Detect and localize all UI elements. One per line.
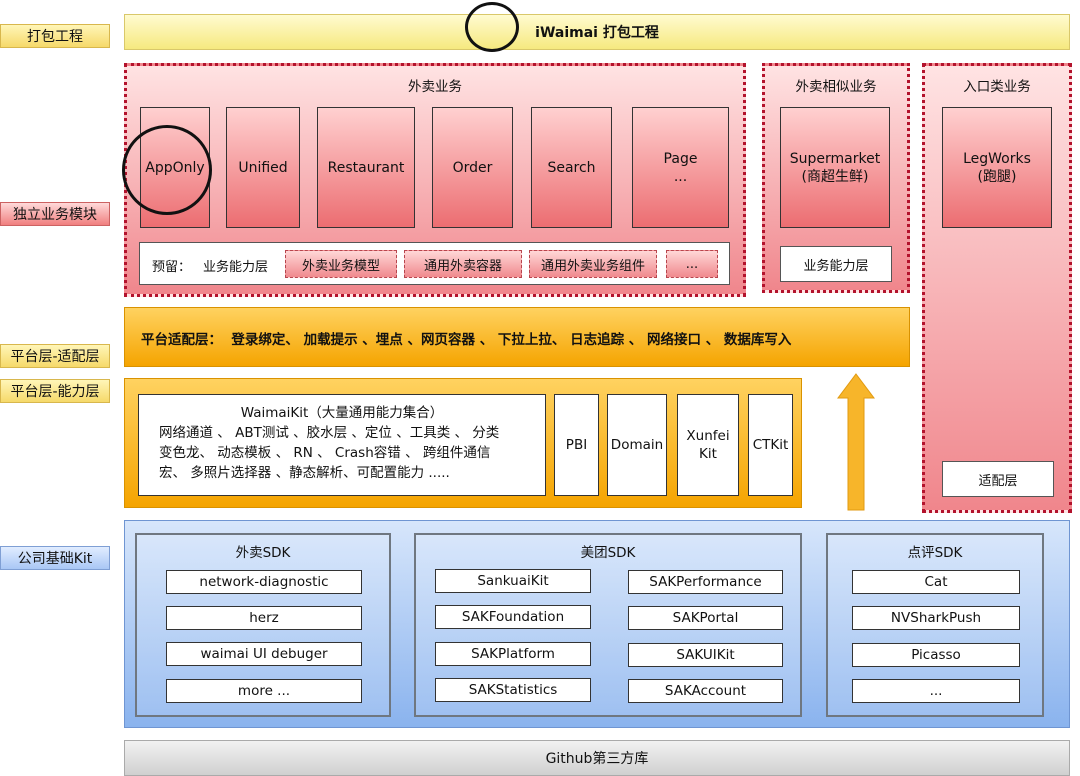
reserve-item-container: 通用外卖容器	[404, 250, 522, 278]
side-label-company-kit: 公司基础Kit	[0, 546, 110, 570]
sdk-item-sakportal: SAKPortal	[628, 606, 783, 630]
reserve-item-model: 外卖业务模型	[285, 250, 397, 278]
reserve-label: 预留：	[152, 260, 192, 275]
module-legworks: LegWorks (跑腿)	[942, 107, 1052, 228]
sdk-item-sakaccount: SAKAccount	[628, 679, 783, 703]
reserve-capability-label: 业务能力层	[203, 260, 269, 275]
entry-adapter-layer: 适配层	[942, 461, 1054, 497]
module-restaurant: Restaurant	[317, 107, 415, 228]
sdk-item-more: more ...	[166, 679, 362, 703]
kit-domain: Domain	[607, 394, 667, 496]
module-unified: Unified	[226, 107, 300, 228]
similar-capability-layer: 业务能力层	[780, 246, 892, 282]
module-page: Page ...	[632, 107, 729, 228]
entry-business-title: 入口类业务	[963, 79, 1031, 95]
kit-ctkit: CTKit	[748, 394, 793, 496]
sdk-item-herz: herz	[166, 606, 362, 630]
platform-adapter-text: 平台适配层： 登录绑定、 加载提示 、埋点 、网页容器 、 下拉上拉、 日志追踪…	[141, 332, 792, 348]
side-label-platform-capability: 平台层-能力层	[0, 379, 110, 403]
sdk-item-sakfoundation: SAKFoundation	[435, 605, 591, 629]
module-search: Search	[531, 107, 612, 228]
sdk-item-sakperformance: SAKPerformance	[628, 570, 783, 594]
kit-pbi: PBI	[554, 394, 599, 496]
waimaikit-line-2: 变色龙、 动态模板 、 RN 、 Crash容错 、 跨组件通信	[159, 445, 491, 461]
side-label-packaging: 打包工程	[0, 24, 110, 48]
packaging-bar: iWaimai 打包工程	[124, 14, 1070, 50]
similar-business-title: 外卖相似业务	[795, 79, 877, 95]
module-supermarket: Supermarket (商超生鲜)	[780, 107, 890, 228]
side-label-business-modules: 独立业务模块	[0, 202, 110, 226]
side-label-platform-adapter: 平台层-适配层	[0, 344, 110, 368]
waimaikit-line-3: 宏、 多照片选择器 、静态解析、可配置能力 .....	[159, 465, 450, 481]
github-bar: Github第三方库	[124, 740, 1070, 776]
sdk-item-nvsharkpush: NVSharkPush	[852, 606, 1020, 630]
sdk-item-ui-debuger: waimai UI debuger	[166, 642, 362, 666]
waimai-business-title: 外卖业务	[408, 79, 462, 95]
sdk-item-sakstatistics: SAKStatistics	[435, 678, 591, 702]
waimaikit-line-1: 网络通道 、 ABT测试 、胶水层 、定位 、工具类 、 分类	[159, 425, 500, 441]
meituan-sdk-title: 美团SDK	[580, 545, 636, 561]
dianping-sdk-title: 点评SDK	[907, 545, 963, 561]
highlight-circle-top	[465, 2, 519, 52]
packaging-title: iWaimai 打包工程	[535, 25, 659, 41]
up-arrow-icon	[837, 373, 875, 511]
sdk-item-network-diagnostic: network-diagnostic	[166, 570, 362, 594]
reserve-item-more: ...	[666, 250, 718, 278]
platform-adapter-bar: 平台适配层： 登录绑定、 加载提示 、埋点 、网页容器 、 下拉上拉、 日志追踪…	[124, 307, 910, 367]
kit-xunfei: Xunfei Kit	[677, 394, 739, 496]
waimaikit-box: WaimaiKit（大量通用能力集合） 网络通道 、 ABT测试 、胶水层 、定…	[138, 394, 546, 496]
module-order: Order	[432, 107, 513, 228]
waimai-sdk-title: 外卖SDK	[235, 545, 291, 561]
reserve-item-component: 通用外卖业务组件	[529, 250, 657, 278]
github-bar-title: Github第三方库	[545, 751, 649, 767]
sdk-item-ellipsis: ...	[852, 679, 1020, 703]
sdk-item-cat: Cat	[852, 570, 1020, 594]
waimaikit-title: WaimaiKit（大量通用能力集合）	[240, 405, 444, 421]
highlight-circle-apponly	[122, 125, 212, 215]
sdk-item-sakplatform: SAKPlatform	[435, 642, 591, 666]
sdk-item-sakuikit: SAKUIKit	[628, 643, 783, 667]
sdk-item-picasso: Picasso	[852, 643, 1020, 667]
sdk-item-sankuaikit: SankuaiKit	[435, 569, 591, 593]
